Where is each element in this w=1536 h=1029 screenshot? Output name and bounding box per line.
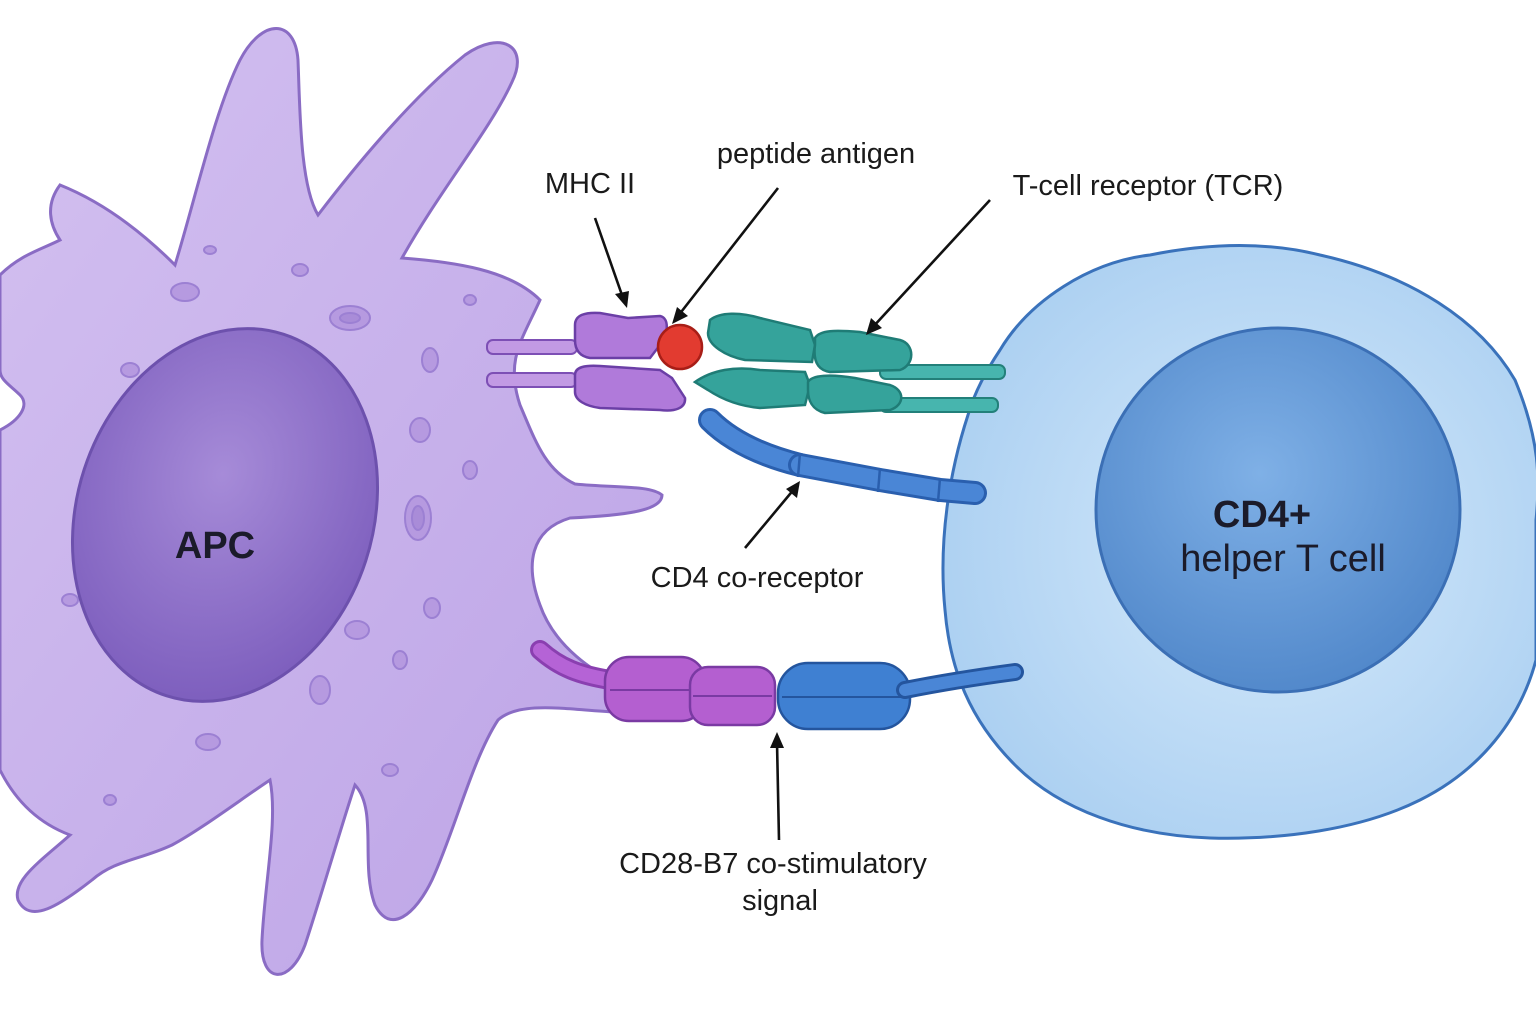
costim-label-line2: signal (742, 885, 818, 917)
peptide-antigen-dot (656, 323, 704, 371)
cd4-coreceptor (698, 408, 987, 505)
apc-nucleus (70, 327, 380, 703)
b7-molecule (530, 640, 777, 727)
costim-arrow (775, 741, 781, 841)
apc-vesicles (61, 245, 478, 806)
peptide-arrow (676, 187, 780, 317)
mhc-ii-molecule (486, 311, 704, 412)
tcr-label: T-cell receptor (TCR) (1013, 170, 1284, 202)
tcr-beta-constant (806, 374, 903, 415)
mhc-ii-beta-chain (573, 364, 687, 412)
apc-label: APC (175, 525, 255, 567)
cd4-arrow (744, 487, 796, 549)
t-cell-label-line1: CD4+ (1213, 494, 1311, 536)
t-cell: CD4+ helper T cell (941, 244, 1536, 840)
cd28-molecule (776, 661, 1024, 731)
tcr-arrow (871, 199, 991, 329)
apc-cell: APC (0, 27, 664, 976)
tcr-molecule (692, 312, 1006, 415)
tcr-beta-chain (692, 367, 812, 410)
mhc-ii-label: MHC II (545, 168, 635, 200)
costim-label-line1: CD28-B7 co-stimulatory (619, 848, 927, 880)
label-arrows (593, 187, 991, 841)
mhc-ii-alpha-chain (573, 311, 668, 360)
tcr-alpha-constant (813, 329, 913, 374)
t-cell-nucleus (1094, 326, 1462, 694)
t-cell-label-line2: helper T cell (1180, 538, 1386, 580)
cd4-coreceptor-label: CD4 co-receptor (651, 562, 864, 594)
mhc-arrow (593, 217, 625, 299)
tcr-alpha-chain (706, 312, 817, 364)
peptide-antigen-label: peptide antigen (717, 138, 915, 170)
